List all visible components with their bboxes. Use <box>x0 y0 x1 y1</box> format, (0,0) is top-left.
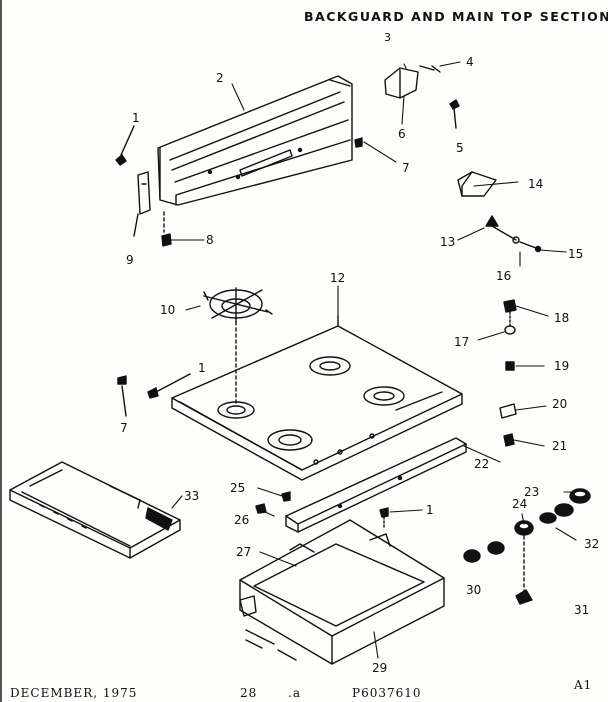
callout-9: 9 <box>126 253 134 267</box>
callout-15: 15 <box>568 247 584 261</box>
callout-29: 29 <box>372 661 388 675</box>
side-bracket <box>133 171 151 237</box>
footer-page-number: 28 <box>240 686 258 700</box>
callout-2: 2 <box>216 71 224 85</box>
callout-18: 18 <box>554 311 570 325</box>
callout-13: 13 <box>440 235 456 249</box>
leader-lines <box>169 61 577 659</box>
callout-25: 25 <box>230 481 246 495</box>
scan-edge <box>0 0 2 702</box>
callout-4: 4 <box>466 55 474 69</box>
callout-17: 17 <box>454 335 470 349</box>
callout-27: 27 <box>236 545 252 559</box>
screw-7 <box>354 137 363 148</box>
callout-7-top: 7 <box>402 161 410 175</box>
callout-6: 6 <box>398 127 406 141</box>
main-top <box>171 315 463 481</box>
valve-parts <box>485 215 542 253</box>
callout-22: 22 <box>474 457 490 471</box>
callout-26: 26 <box>234 513 250 527</box>
callout-16: 16 <box>496 269 512 283</box>
callout-21: 21 <box>552 439 568 453</box>
valve-column <box>499 299 517 447</box>
diagram-subtitle: 3 <box>384 31 391 44</box>
callout-19: 19 <box>554 359 570 373</box>
footer-mark: .a <box>288 686 301 700</box>
callout-32: 32 <box>584 537 600 551</box>
clip-assembly <box>384 65 441 99</box>
backguard-panel <box>157 75 353 206</box>
broiler-pan <box>9 461 181 559</box>
footer-sheet: A1 <box>574 678 593 692</box>
front-rail <box>285 437 467 533</box>
nut-8 <box>161 211 172 247</box>
callout-5: 5 <box>456 141 464 155</box>
burner-grate <box>203 287 273 405</box>
callout-7-mid: 7 <box>120 421 128 435</box>
support-frame <box>239 519 445 665</box>
callout-23: 23 <box>524 485 540 499</box>
footer-date: DECEMBER, 1975 <box>10 686 138 700</box>
callout-8: 8 <box>206 233 214 247</box>
callout-1-lower: 1 <box>426 503 434 517</box>
callout-30: 30 <box>466 583 482 597</box>
callout-24: 24 <box>512 497 528 511</box>
footer-part-number: P6037610 <box>352 686 422 700</box>
screw-5 <box>449 99 460 129</box>
control-knobs <box>463 488 591 605</box>
callout-14: 14 <box>528 177 544 191</box>
diagram-title: BACKGUARD AND MAIN TOP SECTION <box>304 9 608 24</box>
callout-33: 33 <box>184 489 200 503</box>
callout-1-top: 1 <box>132 111 140 125</box>
small-parts-lower <box>255 491 389 529</box>
shield-14 <box>457 171 497 197</box>
screw-7-lower <box>117 375 127 417</box>
screw-1-lower <box>147 373 191 399</box>
callout-10: 10 <box>160 303 176 317</box>
callout-31: 31 <box>574 603 590 617</box>
callout-1-mid: 1 <box>198 361 206 375</box>
screw-1 <box>115 125 135 166</box>
callout-12: 12 <box>330 271 346 285</box>
callout-20: 20 <box>552 397 568 411</box>
